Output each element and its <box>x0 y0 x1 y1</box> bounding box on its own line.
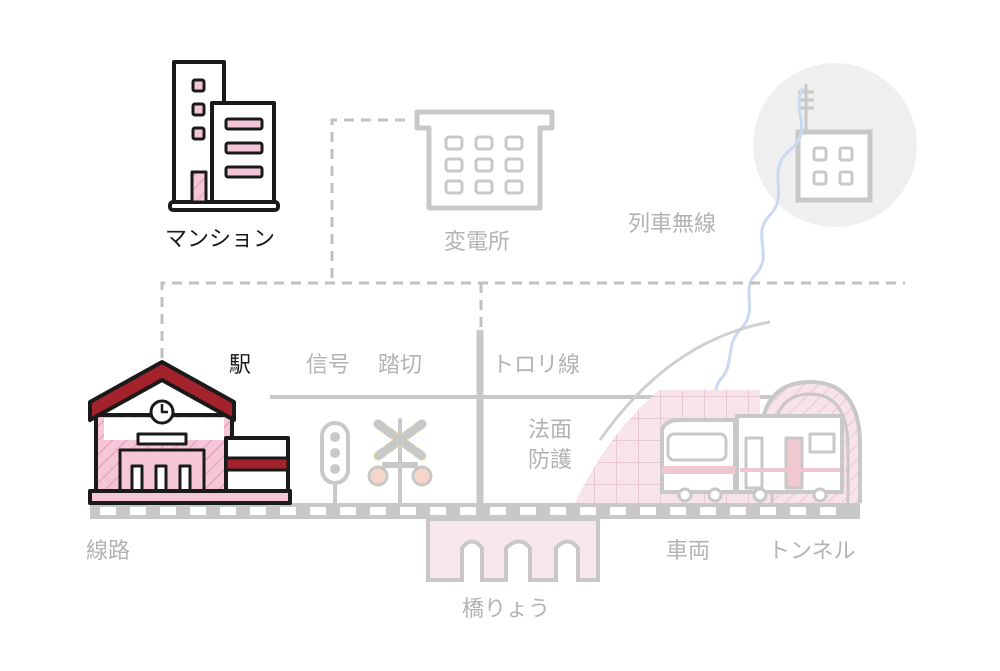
station-icon <box>88 360 292 505</box>
vehicle-icon <box>660 414 844 503</box>
signal-label: 信号 <box>306 353 351 378</box>
substation-icon <box>414 109 555 211</box>
power-line <box>160 118 905 358</box>
tunnel-label: トンネル <box>768 539 856 564</box>
mansion-icon <box>168 60 280 212</box>
bridge-icon <box>426 517 600 582</box>
station-label: 駅 <box>229 353 252 378</box>
signal-icon <box>320 421 350 503</box>
slope-protection-label-line1: 法面 <box>528 418 573 443</box>
train-radio-icon <box>708 63 917 416</box>
substation-label: 変電所 <box>444 230 511 255</box>
track-icon <box>90 503 860 519</box>
train-radio-label: 列車無線 <box>628 212 717 237</box>
slope-protection-label-line2: 防護 <box>528 448 573 473</box>
trolley-wire-label: トロリ線 <box>492 353 581 378</box>
vehicle-label: 車両 <box>666 539 711 564</box>
crossing-label: 踏切 <box>378 353 423 378</box>
mansion-label: マンション <box>165 227 276 252</box>
track-label: 線路 <box>86 539 131 564</box>
bridge-label: 橋りょう <box>462 597 551 622</box>
crossing-icon <box>367 418 433 505</box>
